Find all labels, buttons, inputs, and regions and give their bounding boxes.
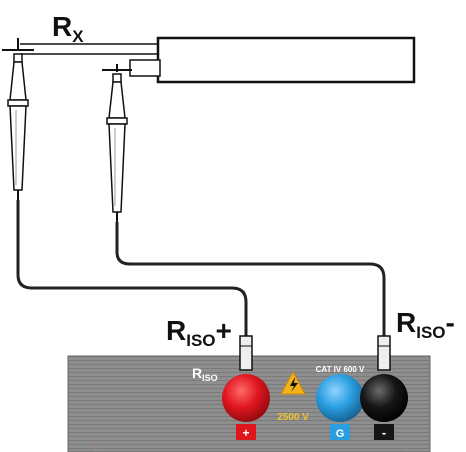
right-test-probe	[102, 64, 132, 222]
panel-riso-label: RISO	[192, 365, 218, 383]
socket-g-label: G	[336, 428, 345, 440]
plug-minus	[377, 335, 391, 371]
riso-minus-label: RISO-	[396, 307, 455, 342]
high-voltage-warning-icon	[280, 370, 306, 395]
category-rating: CAT IV 600 V	[316, 365, 365, 374]
riso-plus-label: RISO+	[166, 315, 232, 350]
left-test-probe	[2, 38, 34, 200]
rx-label: RX	[52, 11, 84, 46]
cable-minus	[115, 222, 386, 336]
object-under-test	[20, 36, 416, 84]
cable-plus	[16, 200, 248, 336]
socket-g: G	[316, 374, 364, 440]
socket-plus: +	[222, 374, 270, 440]
socket-minus-label: -	[382, 425, 386, 440]
socket-minus: -	[360, 374, 408, 440]
voltage-rating: 2500 V	[277, 412, 309, 423]
socket-plus-label: +	[242, 426, 249, 440]
plug-plus	[239, 335, 253, 371]
